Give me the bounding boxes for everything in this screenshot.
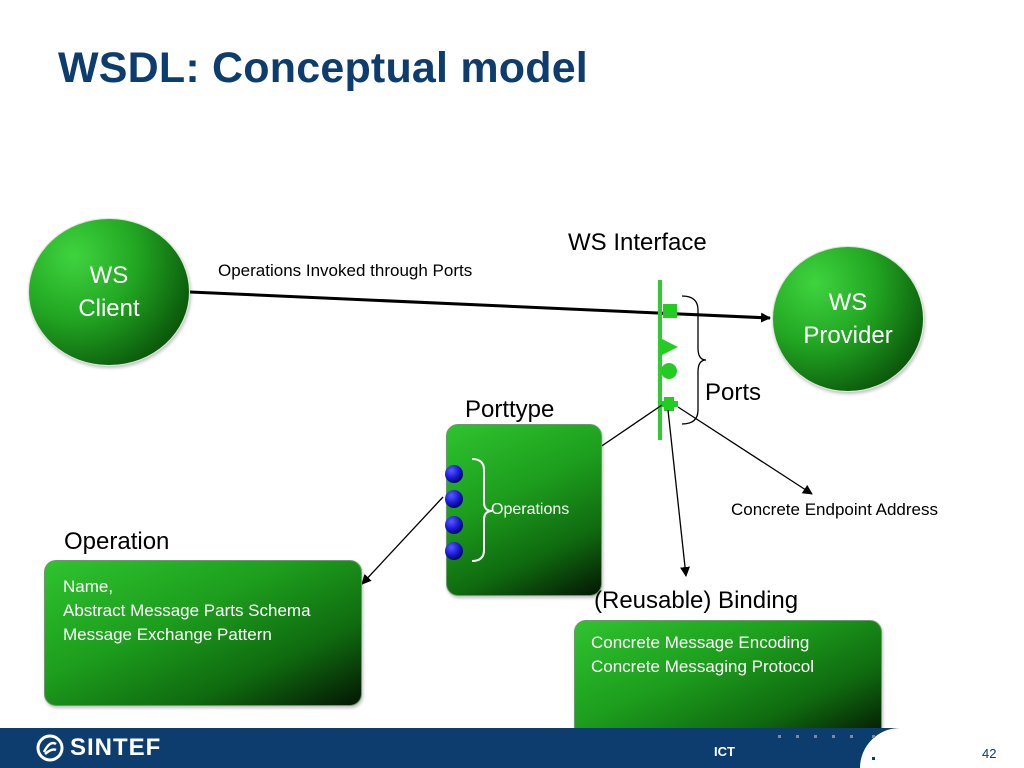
operation-box-line: Abstract Message Parts Schema [63,601,311,620]
slide-title: WSDL: Conceptual model [58,44,588,92]
operation-box: Name, Abstract Message Parts Schema Mess… [44,560,362,706]
endpoint-arrow [677,406,813,495]
ports-label: Ports [705,379,762,406]
operation-arrow [361,496,444,585]
porttype-label: Porttype [465,396,555,423]
operation-dot-icon [445,490,463,508]
ws-provider-line1: WS [828,289,868,316]
port-circle-icon [661,363,677,379]
operation-box-line: Name, [63,577,114,596]
sintef-logo-icon [36,734,64,762]
binding-label: (Reusable) Binding [594,587,799,614]
ws-provider-node: WS Provider [772,246,924,392]
sintef-logo: SINTEF [36,734,161,762]
port-triangle-icon [660,338,678,356]
unit-label: ICT [714,744,735,759]
ws-client-line2: Client [78,295,140,322]
porttype-contents [445,458,493,562]
logo-text: SINTEF [70,734,162,761]
operation-dot-icon [445,542,463,560]
ws-client-line1: WS [89,262,129,289]
operation-label: Operation [64,528,170,555]
ws-client-node: WS Client [28,218,190,366]
footer-bar [0,728,1024,768]
operation-box-line: Message Exchange Pattern [63,625,272,644]
porttype-box [446,424,602,596]
binding-box-line: Concrete Messaging Protocol [591,657,815,676]
ports-brace [681,295,707,425]
binding-arrow [667,409,691,577]
ws-provider-line2: Provider [803,322,893,349]
invocation-label: Operations Invoked through Ports [218,261,473,280]
binding-box-line: Concrete Message Encoding [591,633,810,652]
ws-interface-label: WS Interface [568,229,707,256]
page-number: 42 [982,746,997,761]
binding-box: Concrete Message Encoding Concrete Messa… [574,620,882,740]
footer-wave [860,728,1024,768]
operations-label: Operations [491,501,570,518]
footer-dots [778,735,875,760]
port-square-icon [663,304,677,318]
port-cross-icon [660,397,678,411]
operation-dot-icon [445,465,463,483]
operation-dot-icon [445,516,463,534]
operations-brace [471,458,493,562]
endpoint-label: Concrete Endpoint Address [731,500,938,519]
